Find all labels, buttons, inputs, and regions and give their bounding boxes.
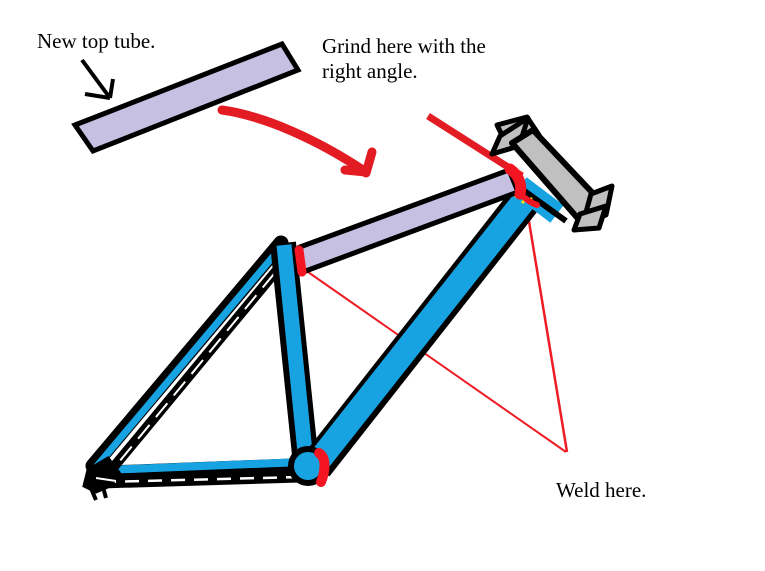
head-tube-bottom-flare [571, 203, 609, 233]
seat-stay-highlight [113, 251, 293, 469]
curved-arrow-shaft [217, 105, 371, 177]
black-arrow-shaft [80, 58, 112, 100]
label-weld-here: Weld here. [556, 478, 647, 502]
seat-stays [85, 235, 297, 474]
chain-stays [89, 458, 313, 489]
weld-leader-to-seat-tube [307, 271, 567, 453]
weld-marks [294, 163, 540, 487]
chain-stay-upper-blue [100, 458, 307, 474]
weld-mark-bottom-bracket [314, 448, 330, 487]
seat-tube [270, 241, 319, 466]
curved-arrow-head-right [361, 147, 377, 178]
weld-here-leader-lines [307, 184, 569, 453]
rear-dropout-tab-left [88, 485, 98, 501]
rear-dropout-tab-right [101, 486, 108, 499]
new-top-tube-pointer-arrow [80, 58, 115, 100]
bicycle-frame [82, 114, 615, 501]
chain-stay-highlight [103, 475, 301, 484]
black-arrow-head-left [84, 92, 111, 100]
rear-dropout-highlight [95, 477, 117, 482]
rear-dropout-body [82, 456, 122, 494]
down-tube [302, 177, 568, 477]
move-tube-curved-arrow [217, 105, 377, 178]
weld-spatter-2 [521, 200, 525, 204]
label-grind-here: Grind here with the right angle. [322, 34, 486, 83]
new-top-tube-detached [71, 40, 302, 155]
rear-dropout [82, 456, 122, 501]
seat-stay-front-blue [93, 243, 285, 470]
head-tube [489, 114, 615, 233]
weld-mark-head-tube-lower [516, 190, 540, 208]
seat-tube-body [276, 244, 314, 463]
new-top-tube-detached-body [71, 40, 302, 155]
weld-leader-to-head-tube [521, 184, 569, 453]
black-arrow-head-right [108, 78, 115, 99]
weld-mark-seat-tube-top [294, 245, 307, 277]
label-new-top-tube: New top tube. [37, 29, 156, 53]
down-tube-body [307, 190, 536, 471]
